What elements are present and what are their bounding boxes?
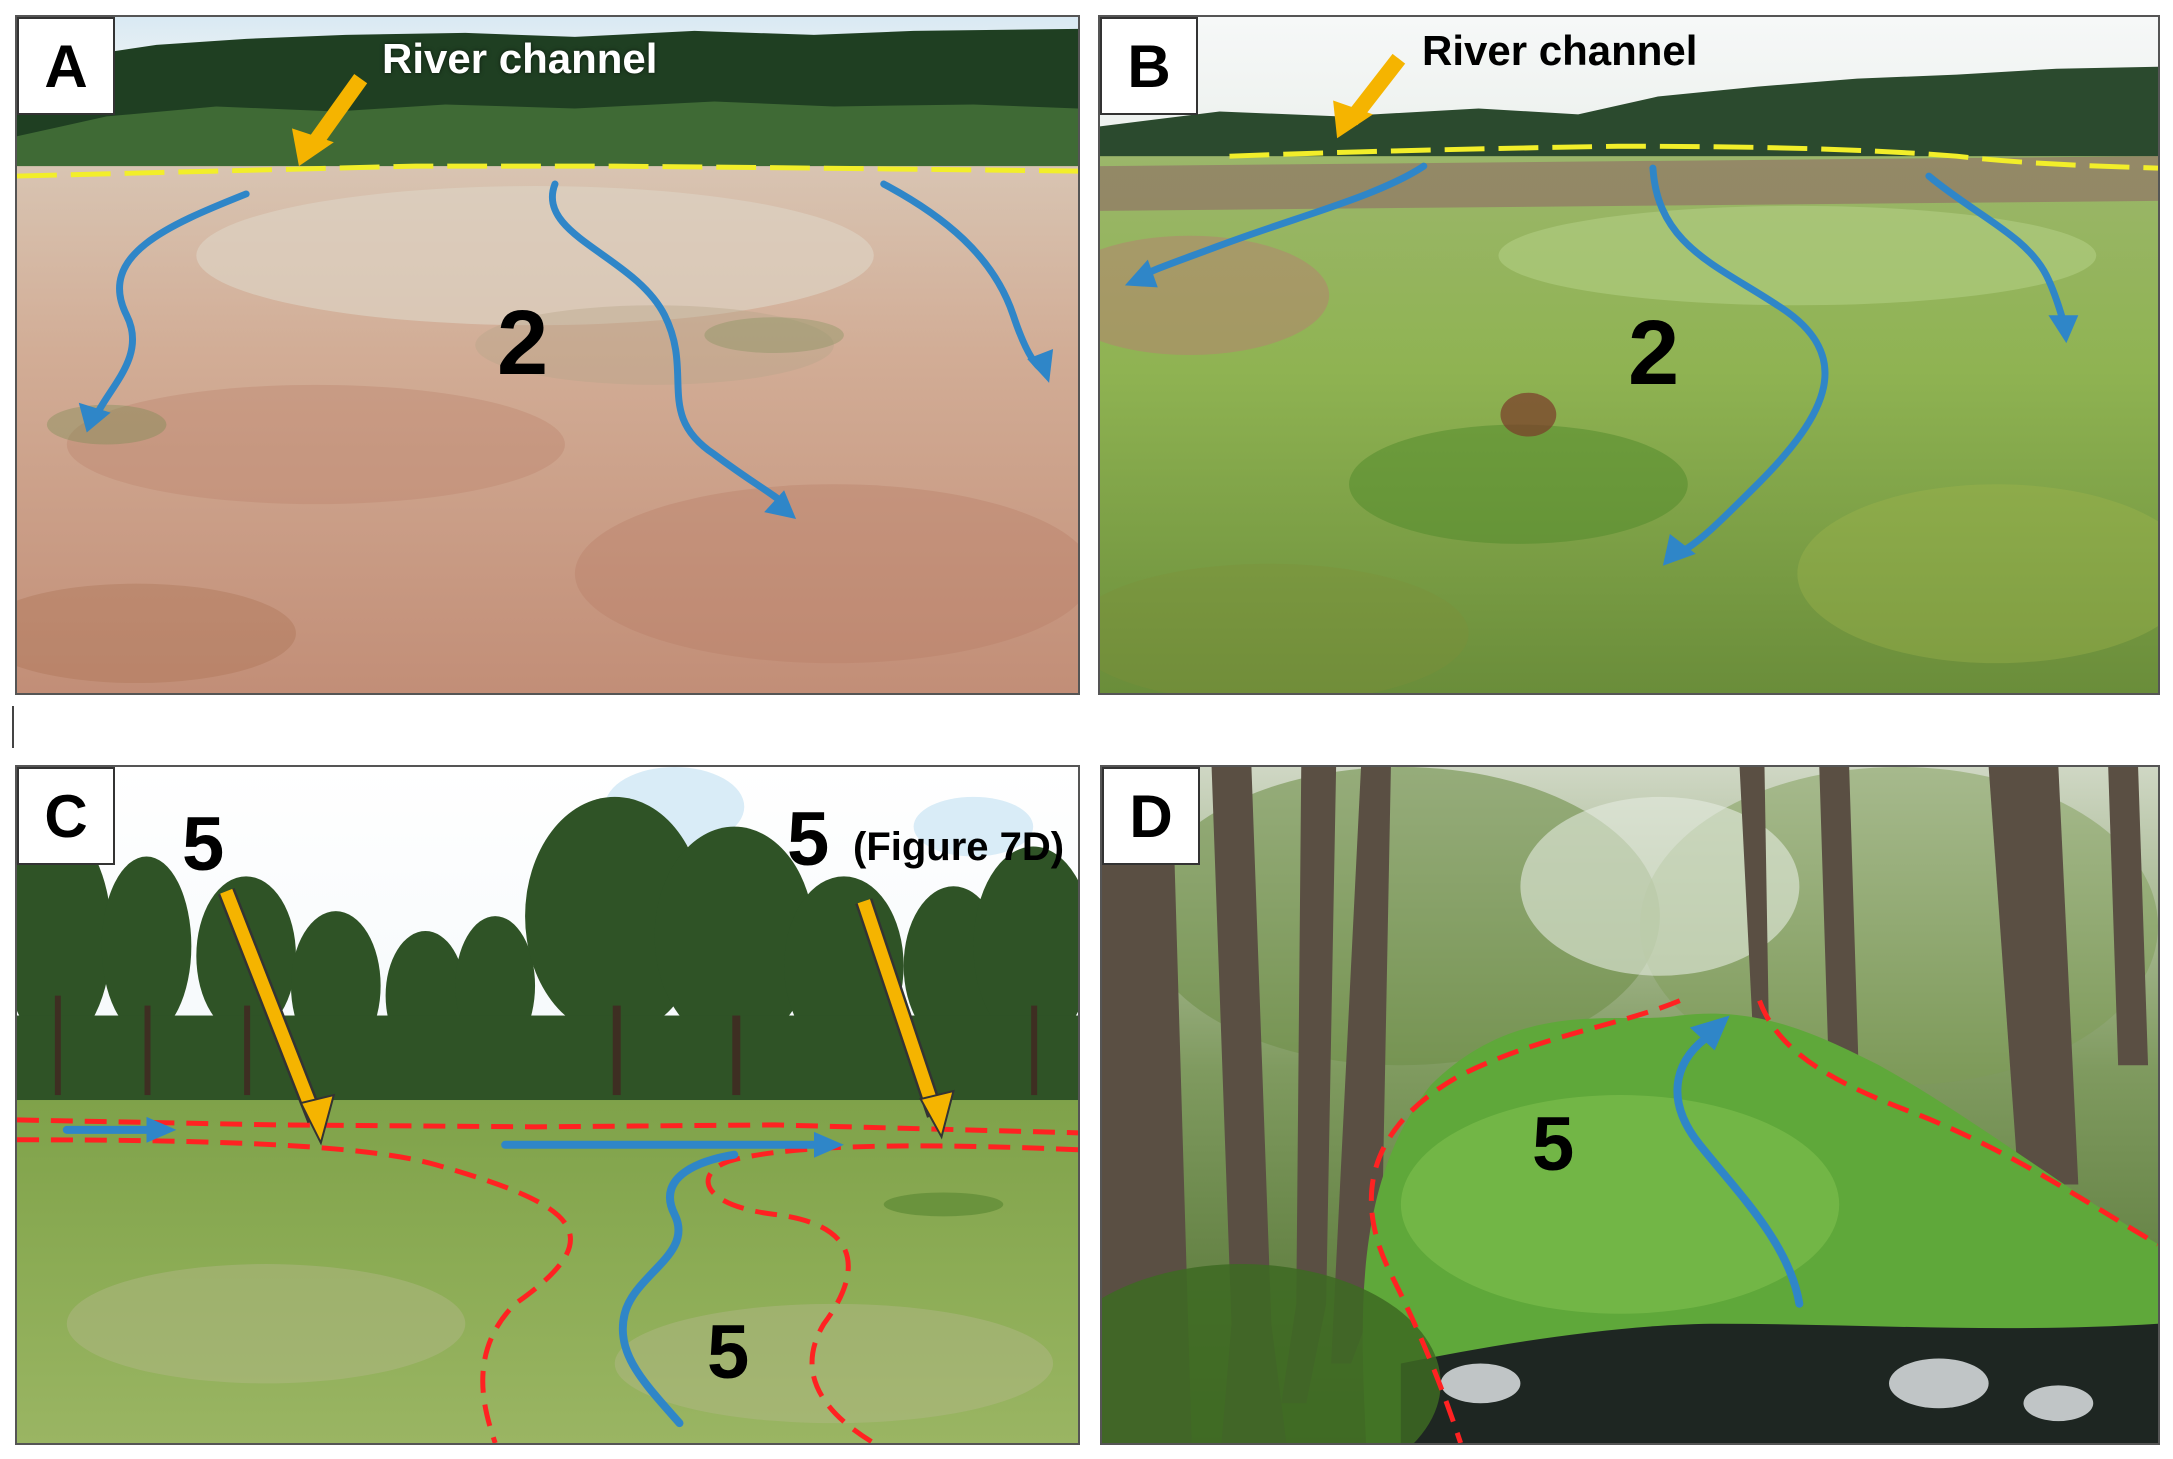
channel-line	[1229, 143, 2158, 171]
flow-arrows	[62, 1125, 828, 1428]
unit-label: 5	[1532, 1102, 1575, 1187]
panel-a-letter: A	[17, 17, 115, 115]
panel-d-photo	[1102, 767, 2158, 1443]
panel-b-letter: B	[1100, 17, 1198, 115]
panel-d-letter: D	[1102, 767, 1200, 865]
channel-line	[17, 163, 1078, 179]
panel-c-letter: C	[17, 767, 115, 865]
pointer-arrow	[1333, 53, 1406, 139]
pointer-arrow	[291, 74, 368, 167]
unit-label-left: 5	[182, 802, 225, 887]
water	[1400, 1323, 2158, 1443]
boundary-lines	[1368, 998, 2158, 1443]
flow-arrows	[1136, 162, 2068, 558]
pointer-arrows	[217, 888, 955, 1146]
panel-c-photo	[17, 767, 1078, 1443]
flow-arrowheads	[146, 1116, 844, 1158]
unit-label: 2	[1628, 302, 1680, 404]
unit-label: 2	[497, 292, 549, 394]
river-channel-label: River channel	[382, 35, 658, 82]
panel-c: C 5 5 (Figure 7D) 5	[15, 765, 1080, 1445]
unit-label: 5	[707, 1310, 750, 1395]
panel-b: B River channel 2	[1098, 15, 2160, 695]
separator-tick	[12, 706, 14, 748]
panel-a-photo	[17, 17, 1078, 693]
flow-arrowheads	[1124, 259, 2079, 566]
figure-reference: (Figure 7D)	[853, 825, 1065, 869]
boundary-lines	[17, 1117, 1078, 1443]
unit-label-right: 5	[787, 797, 830, 882]
panel-d: D 5	[1100, 765, 2160, 1445]
forest	[1100, 66, 2158, 167]
flow-arrowhead	[1689, 1015, 1730, 1051]
panel-a: A River channel 2	[15, 15, 1080, 695]
river-channel-label: River channel	[1422, 27, 1698, 74]
panel-b-photo	[1100, 17, 2158, 693]
flow-arrowheads	[78, 349, 1054, 520]
flow-arrow	[1673, 1031, 1804, 1308]
